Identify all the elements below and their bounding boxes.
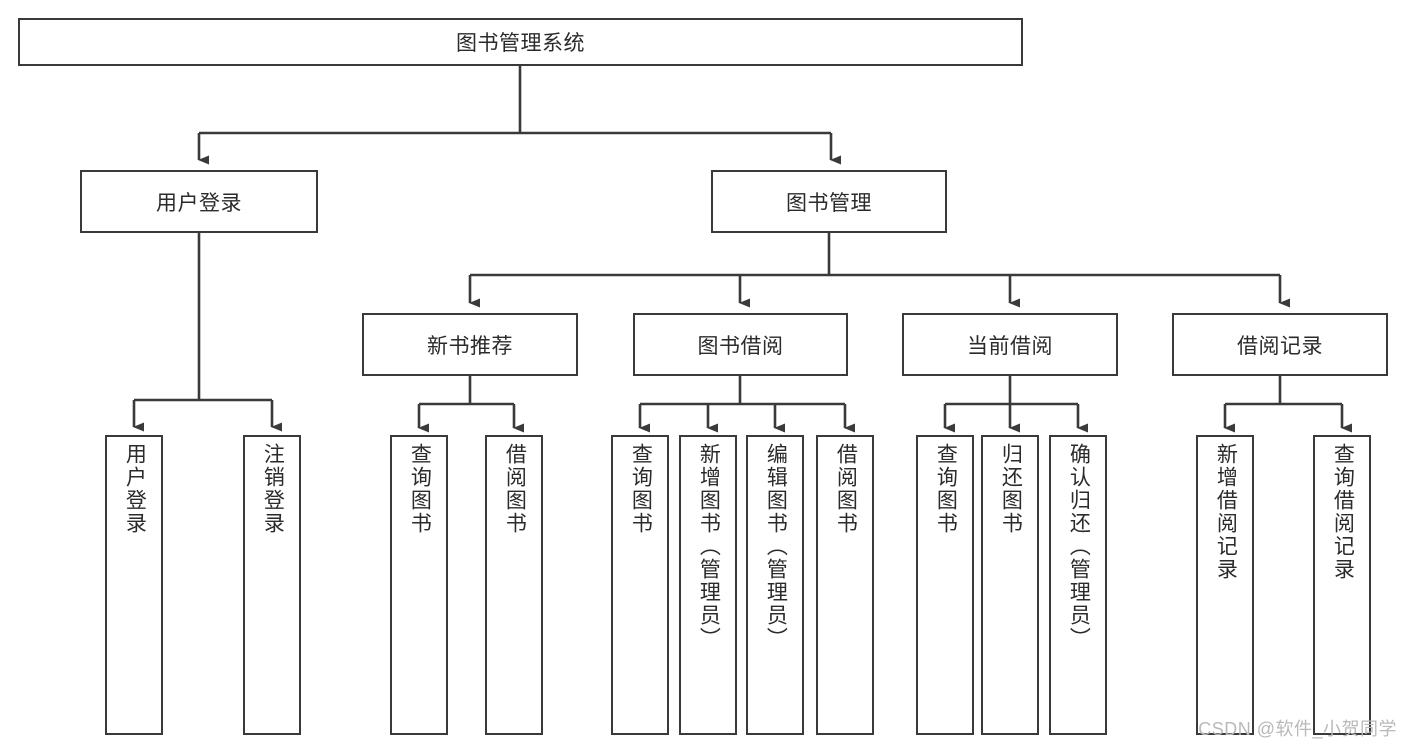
node-label: 借阅记录: [1237, 334, 1323, 358]
node-label: 查询借阅记录: [1331, 443, 1355, 581]
node-label: 查询图书: [629, 443, 653, 535]
node-label: 归还图书: [999, 443, 1023, 535]
node-leaf-add-book-admin[interactable]: 新增图书（管理员）: [679, 435, 737, 735]
node-label: 新增图书（管理员）: [697, 443, 721, 650]
node-leaf-borrow-book-recommend[interactable]: 借阅图书: [485, 435, 543, 735]
node-leaf-add-borrow-record[interactable]: 新增借阅记录: [1196, 435, 1254, 735]
node-leaf-confirm-return-admin[interactable]: 确认归还（管理员）: [1049, 435, 1107, 735]
node-label: 图书管理: [786, 191, 872, 215]
node-label: 确认归还（管理员）: [1067, 443, 1091, 650]
node-leaf-borrow-book[interactable]: 借阅图书: [816, 435, 874, 735]
node-book-management[interactable]: 图书管理: [711, 170, 947, 233]
node-leaf-user-login[interactable]: 用户登录: [105, 435, 163, 735]
node-label: 用户登录: [156, 191, 242, 215]
node-current-borrow[interactable]: 当前借阅: [902, 313, 1118, 376]
node-label: 编辑图书（管理员）: [764, 443, 788, 650]
node-new-book-recommendation[interactable]: 新书推荐: [362, 313, 578, 376]
node-label: 用户登录: [123, 443, 147, 535]
node-leaf-query-book-current[interactable]: 查询图书: [916, 435, 974, 735]
node-label: 注销登录: [261, 443, 285, 535]
node-book-borrow[interactable]: 图书借阅: [633, 313, 848, 376]
node-label: 借阅图书: [503, 443, 527, 535]
node-label: 新书推荐: [427, 334, 513, 358]
node-leaf-return-book[interactable]: 归还图书: [981, 435, 1039, 735]
node-leaf-query-borrow-record[interactable]: 查询借阅记录: [1313, 435, 1371, 735]
node-label: 图书借阅: [697, 334, 784, 358]
node-label: 查询图书: [408, 443, 432, 535]
node-label: 图书管理系统: [456, 32, 585, 55]
node-leaf-logout[interactable]: 注销登录: [243, 435, 301, 735]
watermark-text: CSDN @软件_小贺同学: [1198, 719, 1397, 739]
node-label: 当前借阅: [967, 334, 1053, 358]
node-label: 查询图书: [934, 443, 958, 535]
node-leaf-query-book-borrow[interactable]: 查询图书: [611, 435, 669, 735]
node-user-login[interactable]: 用户登录: [80, 170, 318, 233]
node-root-book-management-system[interactable]: 图书管理系统: [18, 18, 1023, 66]
node-leaf-query-book-recommend[interactable]: 查询图书: [390, 435, 448, 735]
node-leaf-edit-book-admin[interactable]: 编辑图书（管理员）: [746, 435, 804, 735]
node-borrow-record[interactable]: 借阅记录: [1172, 313, 1388, 376]
node-label: 借阅图书: [834, 443, 858, 535]
node-label: 新增借阅记录: [1214, 443, 1238, 581]
